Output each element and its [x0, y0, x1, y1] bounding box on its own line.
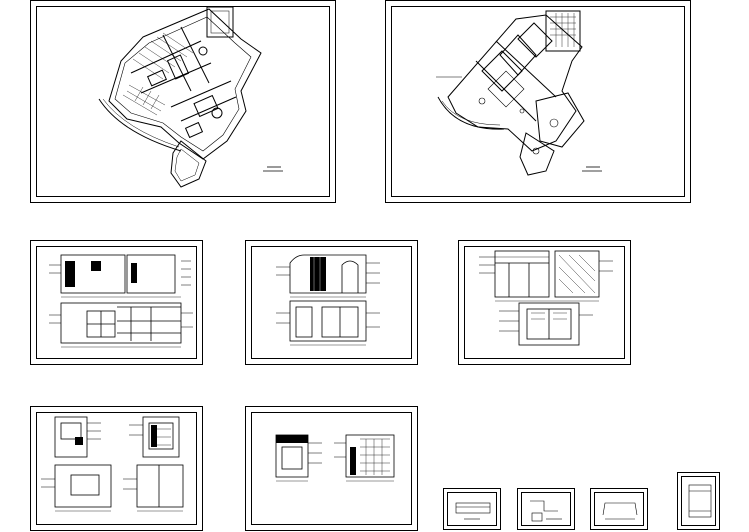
sheet-border — [521, 492, 571, 526]
sheet-border — [36, 246, 197, 359]
elevations-e-drawing — [275, 434, 395, 482]
sheet-ceiling-plan[interactable] — [385, 0, 691, 203]
sheet-border — [464, 246, 625, 359]
sheet-detail-2[interactable] — [517, 488, 575, 530]
sheet-border — [447, 492, 497, 526]
sheet-border — [681, 476, 716, 526]
elevations-c-drawing — [479, 250, 613, 346]
detail-3-drawing — [602, 502, 638, 520]
sheet-floor-plan[interactable] — [30, 0, 336, 203]
sheet-border — [36, 6, 330, 197]
sheet-detail-1[interactable] — [443, 488, 501, 530]
sheet-elevations-b[interactable] — [245, 240, 418, 365]
detail-1-drawing — [455, 502, 491, 520]
sheet-detail-4[interactable] — [677, 472, 720, 530]
sheet-elevations-e[interactable] — [245, 406, 418, 531]
elevations-d-drawing — [41, 416, 184, 512]
sheet-elevations-c[interactable] — [458, 240, 631, 365]
sheet-border — [36, 412, 197, 525]
sheet-border — [391, 6, 685, 197]
ceiling-plan-drawing — [436, 10, 602, 176]
sheet-border — [251, 412, 412, 525]
sheet-elevations-d[interactable] — [30, 406, 203, 531]
elevations-a-drawing — [49, 254, 193, 348]
sheet-elevations-a[interactable] — [30, 240, 203, 365]
elevations-b-drawing — [276, 254, 380, 346]
sheet-border — [251, 246, 412, 359]
detail-2-drawing — [530, 500, 562, 522]
detail-4-drawing — [688, 484, 712, 518]
floor-plan-drawing — [98, 6, 283, 188]
sheet-detail-3[interactable] — [590, 488, 648, 530]
sheet-border — [594, 492, 644, 526]
